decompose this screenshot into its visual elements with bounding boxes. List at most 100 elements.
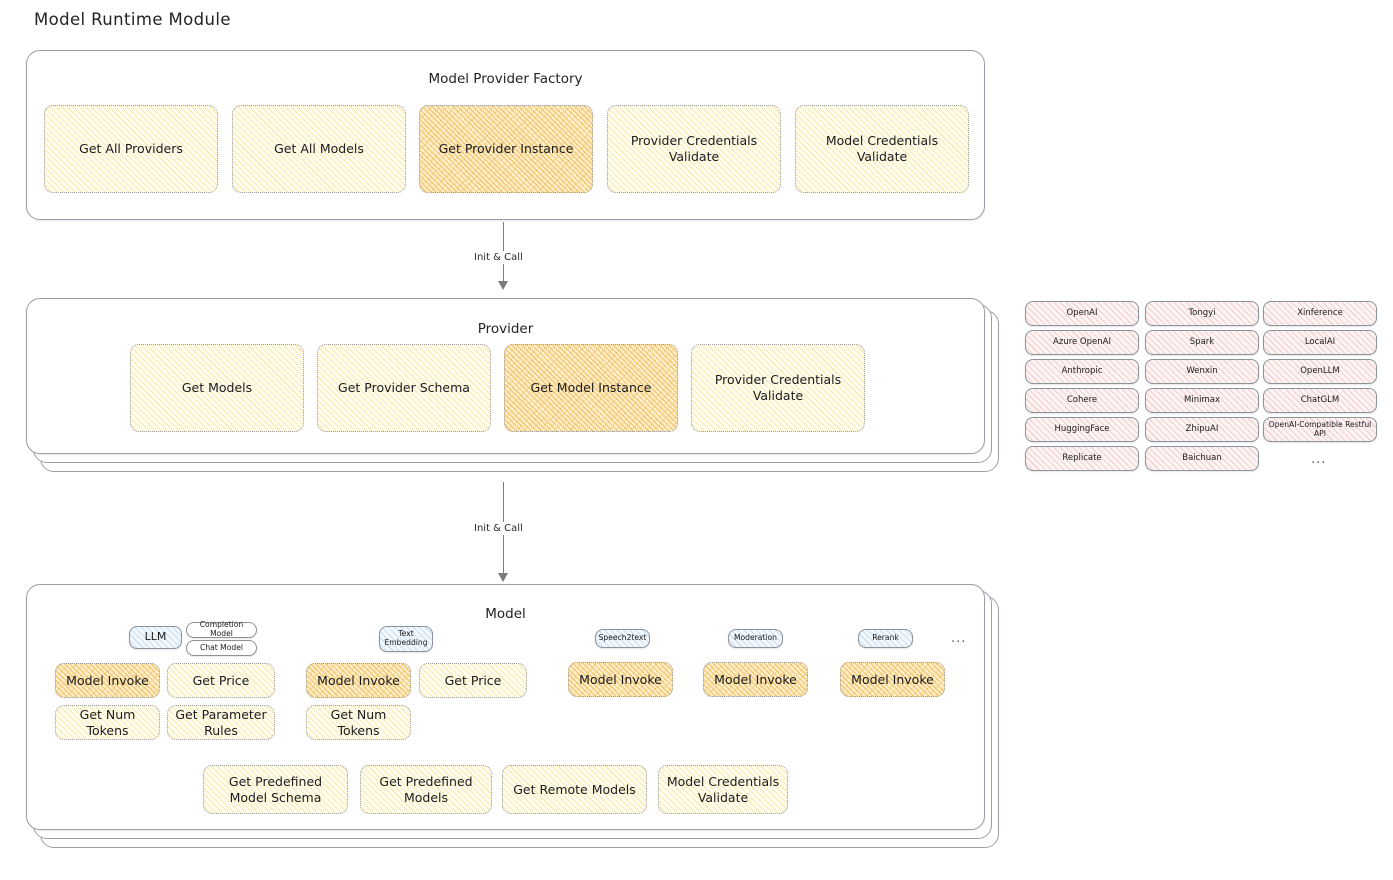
node-model-credentials-validate-factory[interactable]: Model Credentials Validate xyxy=(795,105,969,193)
node-label: Model Invoke xyxy=(579,671,662,687)
provider-chip-openai-compatible-restful-api[interactable]: OpenAI-Compatible Restful API xyxy=(1263,417,1377,442)
provider-list-more: ... xyxy=(1311,452,1327,467)
provider-chip-label: Spark xyxy=(1189,337,1215,348)
node-label: Provider Credentials Validate xyxy=(714,372,842,403)
node-get-predefined-models[interactable]: Get Predefined Models xyxy=(360,765,492,814)
provider-chip-label: OpenLLM xyxy=(1300,366,1340,377)
provider-chip-chatglm[interactable]: ChatGLM xyxy=(1263,388,1377,413)
provider-chip-tongyi[interactable]: Tongyi xyxy=(1145,301,1259,326)
arrow-provider-to-model-head xyxy=(498,573,508,582)
node-label: Model Invoke xyxy=(66,672,149,688)
provider-chip-replicate[interactable]: Replicate xyxy=(1025,446,1139,471)
model-title: Model xyxy=(485,606,526,622)
model-type-chip-label: Rerank xyxy=(872,633,899,643)
arrow-factory-to-provider-head xyxy=(498,281,508,290)
provider-chip-spark[interactable]: Spark xyxy=(1145,330,1259,355)
provider-chip-zhipuai[interactable]: ZhipuAI xyxy=(1145,417,1259,442)
node-label: Get Model Instance xyxy=(530,380,652,395)
provider-chip-label: Replicate xyxy=(1062,453,1102,464)
node-label: Get Predefined Models xyxy=(379,773,473,805)
model-subtype-chip-label: Completion Model xyxy=(199,620,244,638)
node-speech2text-model-invoke[interactable]: Model Invoke xyxy=(568,662,673,697)
node-label: Model Credentials Validate xyxy=(825,133,939,164)
model-type-chip-rerank[interactable]: Rerank xyxy=(858,629,913,648)
provider-chip-label: ZhipuAI xyxy=(1185,424,1219,435)
provider-chip-localai[interactable]: LocalAI xyxy=(1263,330,1377,355)
node-text-embedding-get-price[interactable]: Get Price xyxy=(419,663,527,698)
model-subtype-chip-completion-model[interactable]: Completion Model xyxy=(186,620,257,638)
provider-chip-label: OpenAI-Compatible Restful API xyxy=(1268,419,1372,438)
arrow-label-init-call-2: Init & Call xyxy=(470,522,527,535)
provider-chip-label: HuggingFace xyxy=(1054,424,1110,435)
model-type-chip-label: Text Embedding xyxy=(384,629,428,647)
provider-chip-label: Baichuan xyxy=(1182,453,1222,464)
node-llm-model-invoke[interactable]: Model Invoke xyxy=(55,663,160,698)
provider-chip-baichuan[interactable]: Baichuan xyxy=(1145,446,1259,471)
node-provider-credentials-validate-factory[interactable]: Provider Credentials Validate xyxy=(607,105,781,193)
node-get-remote-models[interactable]: Get Remote Models xyxy=(502,765,647,814)
node-llm-get-parameter-rules[interactable]: Get Parameter Rules xyxy=(167,705,275,740)
node-rerank-model-invoke[interactable]: Model Invoke xyxy=(840,662,945,697)
model-provider-factory-title: Model Provider Factory xyxy=(428,71,583,87)
model-type-chip-moderation[interactable]: Moderation xyxy=(728,629,783,648)
node-label: Model Credentials Validate xyxy=(666,773,780,805)
node-label: Get Models xyxy=(181,380,253,395)
provider-chip-label: Tongyi xyxy=(1188,308,1216,319)
provider-title: Provider xyxy=(477,321,534,337)
provider-chip-cohere[interactable]: Cohere xyxy=(1025,388,1139,413)
node-label: Model Invoke xyxy=(714,671,797,687)
model-type-chip-llm[interactable]: LLM xyxy=(129,626,182,649)
node-get-predefined-model-schema[interactable]: Get Predefined Model Schema xyxy=(203,765,348,814)
node-text-embedding-model-invoke[interactable]: Model Invoke xyxy=(306,663,411,698)
provider-chip-azure-openai[interactable]: Azure OpenAI xyxy=(1025,330,1139,355)
model-type-chip-label: LLM xyxy=(144,630,167,644)
node-llm-get-num-tokens[interactable]: Get Num Tokens xyxy=(55,705,160,740)
provider-chip-label: LocalAI xyxy=(1304,337,1336,348)
page-title: Model Runtime Module xyxy=(34,10,231,29)
node-get-provider-schema[interactable]: Get Provider Schema xyxy=(317,344,491,432)
node-get-model-instance[interactable]: Get Model Instance xyxy=(504,344,678,432)
provider-chip-huggingface[interactable]: HuggingFace xyxy=(1025,417,1139,442)
provider-chip-label: Minimax xyxy=(1184,395,1220,406)
model-types-more: ... xyxy=(951,631,967,646)
model-type-chip-speech2text[interactable]: Speech2text xyxy=(595,629,650,648)
provider-chip-openai[interactable]: OpenAI xyxy=(1025,301,1139,326)
provider-chip-openllm[interactable]: OpenLLM xyxy=(1263,359,1377,384)
model-type-chip-text-embedding[interactable]: Text Embedding xyxy=(379,626,433,652)
node-label: Get Remote Models xyxy=(513,781,636,797)
node-label: Get All Models xyxy=(274,141,364,156)
node-label: Get Predefined Model Schema xyxy=(228,773,323,805)
provider-chip-xinference[interactable]: Xinference xyxy=(1263,301,1377,326)
node-provider-credentials-validate[interactable]: Provider Credentials Validate xyxy=(691,344,865,432)
node-label: Get Num Tokens xyxy=(330,706,387,738)
provider-chip-wenxin[interactable]: Wenxin xyxy=(1145,359,1259,384)
provider-chip-label: Xinference xyxy=(1297,308,1343,319)
node-label: Get Num Tokens xyxy=(79,706,136,738)
provider-chip-label: Cohere xyxy=(1066,395,1098,406)
model-type-chip-label: Speech2text xyxy=(598,633,647,643)
provider-chip-label: ChatGLM xyxy=(1300,395,1340,406)
model-subtype-chip-label: Chat Model xyxy=(200,642,243,652)
node-text-embedding-get-num-tokens[interactable]: Get Num Tokens xyxy=(306,705,411,740)
model-type-chip-label: Moderation xyxy=(733,633,777,643)
node-label: Get All Providers xyxy=(79,141,183,156)
provider-chip-minimax[interactable]: Minimax xyxy=(1145,388,1259,413)
node-llm-get-price[interactable]: Get Price xyxy=(167,663,275,698)
node-label: Model Invoke xyxy=(851,671,934,687)
node-label: Get Price xyxy=(192,672,250,688)
model-subtype-chip-chat-model[interactable]: Chat Model xyxy=(186,640,257,656)
node-label: Get Price xyxy=(444,672,502,688)
node-moderation-model-invoke[interactable]: Model Invoke xyxy=(703,662,808,697)
node-model-credentials-validate[interactable]: Model Credentials Validate xyxy=(658,765,788,814)
node-get-all-providers[interactable]: Get All Providers xyxy=(44,105,218,193)
node-label: Get Parameter Rules xyxy=(175,706,267,738)
provider-chip-label: OpenAI xyxy=(1066,308,1098,319)
provider-chip-label: Wenxin xyxy=(1186,366,1218,377)
arrow-label-init-call-1: Init & Call xyxy=(470,251,527,264)
node-get-provider-instance[interactable]: Get Provider Instance xyxy=(419,105,593,193)
node-get-all-models[interactable]: Get All Models xyxy=(232,105,406,193)
node-get-models[interactable]: Get Models xyxy=(130,344,304,432)
node-label: Get Provider Instance xyxy=(438,141,574,156)
provider-chip-label: Azure OpenAI xyxy=(1053,337,1111,348)
provider-chip-anthropic[interactable]: Anthropic xyxy=(1025,359,1139,384)
